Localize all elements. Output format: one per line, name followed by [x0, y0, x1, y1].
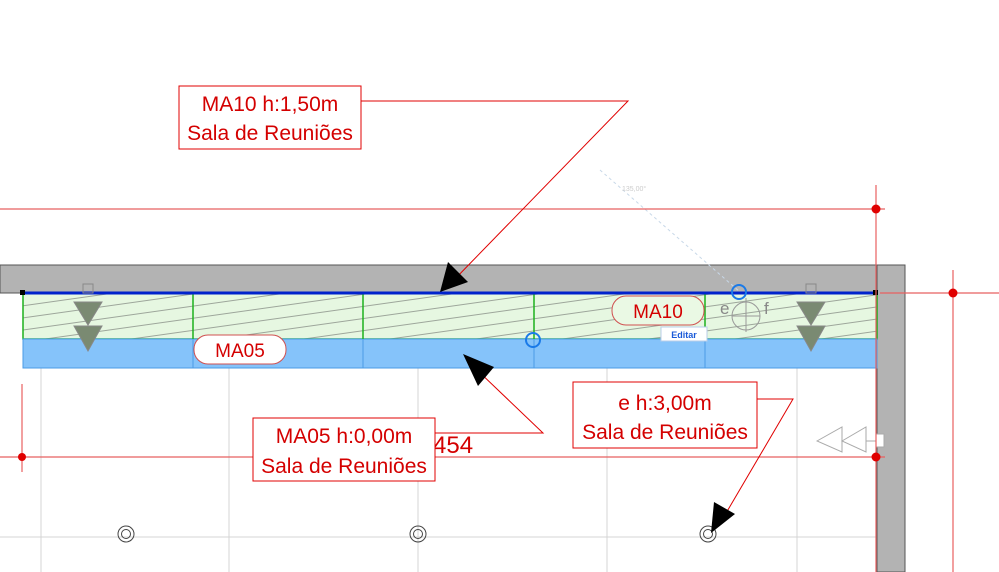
zone-tag-ma05[interactable]: MA05: [193, 334, 287, 365]
label-line: MA10 h:1,50m: [202, 93, 339, 116]
zone-tag-text: MA10: [633, 302, 683, 323]
label-e[interactable]: e h:3,00m Sala de Reuniões: [572, 381, 758, 449]
dimension-lines: [0, 185, 999, 572]
zone-tag-text: MA05: [215, 341, 265, 362]
label-line: Sala de Reuniões: [582, 421, 748, 444]
angle-readout: 135,00°: [622, 185, 646, 193]
level-arrow-icon: [73, 283, 826, 353]
label-line: Sala de Reuniões: [187, 122, 353, 145]
edit-tooltip-text: Editar: [671, 330, 697, 340]
node-handle[interactable]: [20, 290, 25, 295]
label-ma05[interactable]: MA05 h:0,00m Sala de Reuniões: [252, 417, 436, 482]
edit-tooltip[interactable]: Editar: [660, 326, 708, 342]
zone-tag-ma10[interactable]: MA10: [611, 295, 705, 326]
zone-ma05[interactable]: [22, 338, 878, 369]
label-line: MA05 h:0,00m: [276, 425, 413, 448]
label-line: e h:3,00m: [618, 392, 711, 415]
section-arrow-icon: [815, 426, 885, 453]
label-ma10[interactable]: MA10 h:1,50m Sala de Reuniões: [178, 85, 362, 150]
label-line: Sala de Reuniões: [261, 455, 427, 478]
door-mark-e: e: [720, 299, 729, 318]
column-icon: [117, 525, 717, 543]
door-mark-f: f: [764, 299, 769, 318]
dimension-value: 454: [433, 432, 473, 459]
hotspot-handle[interactable]: [525, 332, 541, 348]
leader-arrow-icon: [440, 262, 735, 533]
door-symbol-icon: e f: [720, 298, 769, 332]
wall-right[interactable]: [876, 264, 906, 572]
hotspot-handle[interactable]: [731, 284, 747, 300]
